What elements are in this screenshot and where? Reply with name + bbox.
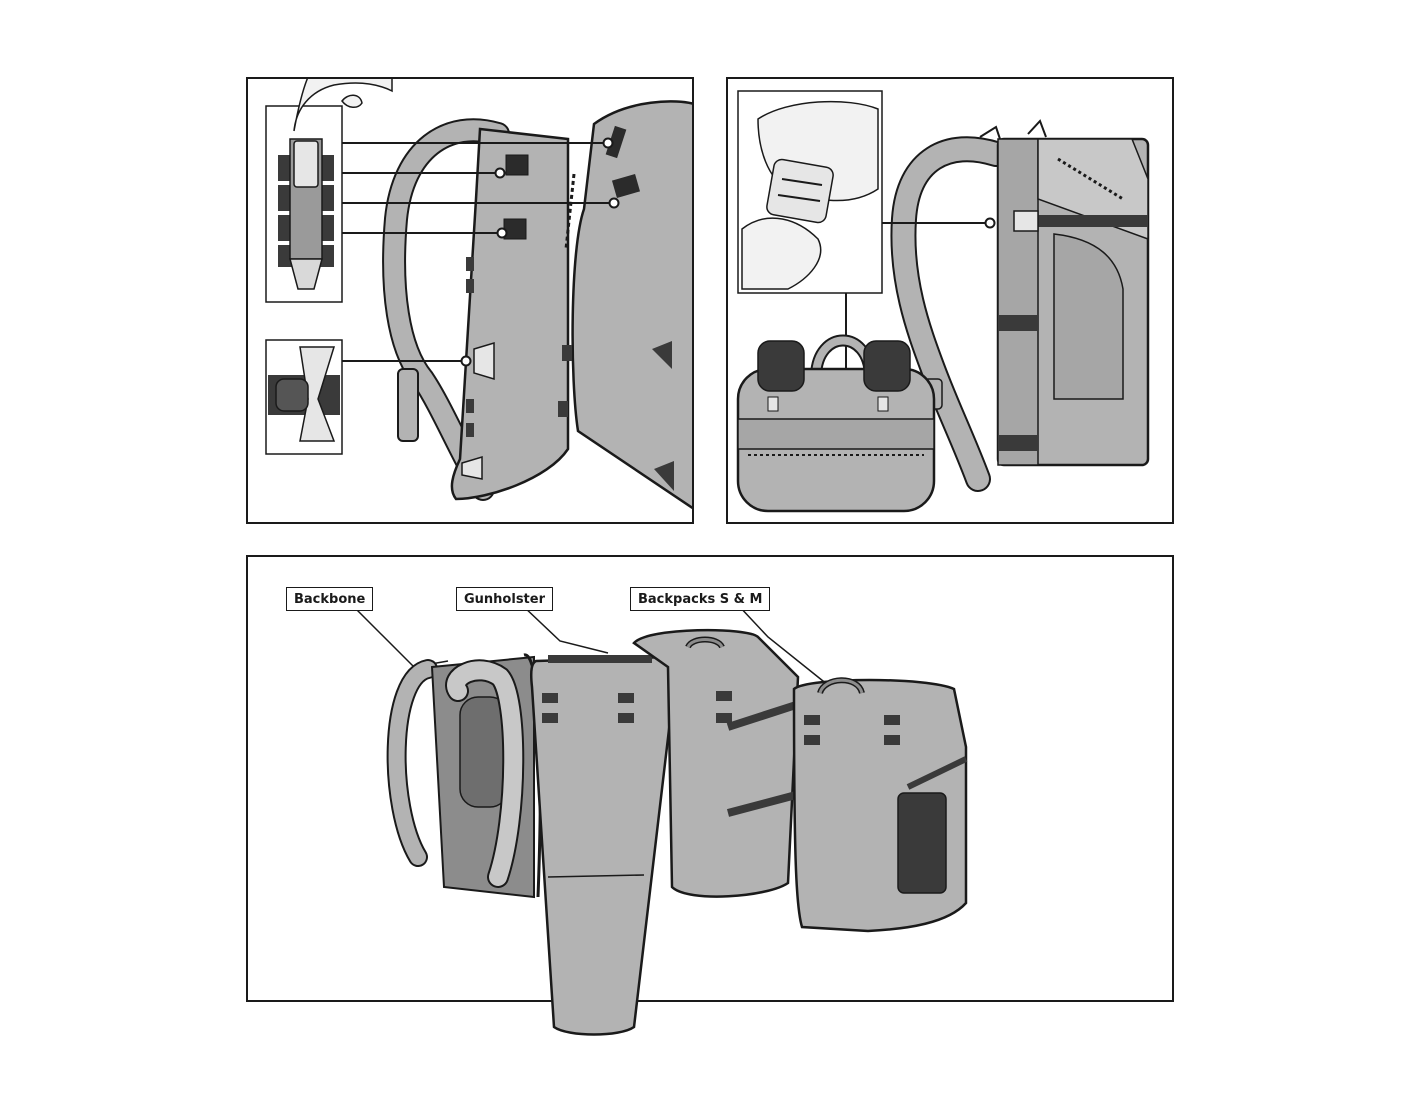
label-backbone: Backbone — [286, 587, 374, 611]
strap-tab — [397, 368, 419, 442]
backpack-small — [632, 628, 800, 898]
system-overview-panel: Backbone Gunholster Backpacks S & M — [246, 555, 1174, 1036]
label-gunholster: Gunholster — [456, 587, 554, 611]
front-panel — [571, 100, 692, 510]
compression-detail-illustration — [736, 90, 1150, 513]
back-panel — [450, 127, 570, 501]
attachment-detail-illustration — [265, 79, 692, 510]
label-backpacks: Backpacks S & M — [630, 587, 771, 611]
backbone-harness — [386, 653, 542, 899]
attachment-detail-panel — [246, 77, 694, 524]
backpack-medium — [792, 677, 968, 933]
finger-icon — [293, 79, 393, 132]
buckle-icon — [1013, 210, 1039, 232]
system-overview-illustration — [351, 604, 968, 1036]
compression-detail-panel — [726, 77, 1174, 524]
slider-buckle — [766, 158, 834, 224]
gunholster — [529, 655, 676, 1036]
buckle-icon — [473, 341, 495, 381]
